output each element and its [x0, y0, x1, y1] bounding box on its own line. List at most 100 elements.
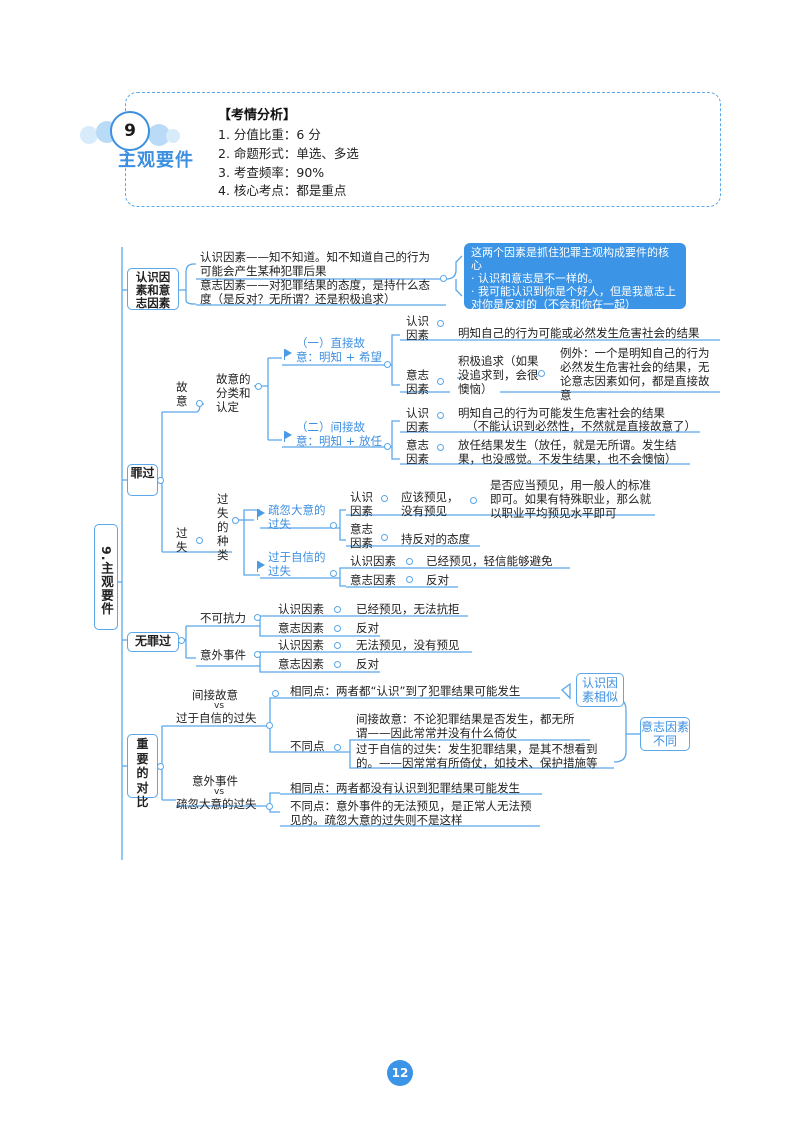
collapse-toggle[interactable]: [437, 412, 444, 419]
collapse-toggle[interactable]: [157, 477, 164, 484]
cmp2-b-label: 疏忽大意的过失: [176, 797, 257, 811]
analysis-title: 【考情分析】: [218, 108, 297, 123]
indirect-intent-label: （二）间接故意：明知 + 放任: [296, 420, 382, 448]
collapse-toggle[interactable]: [266, 722, 273, 729]
indirect-cog-text-2: （不能认识到必然性，不然就是直接故意了）: [466, 419, 696, 433]
intent-kinds-label: 故意的分类和认定: [216, 372, 251, 414]
collapse-toggle[interactable]: [330, 570, 337, 577]
cmp2-diff-text: 不同点：意外事件的无法预见，是正常人无法预见的。疏忽大意的过失则不是这样: [290, 799, 532, 827]
cmp1-a-label: 间接故意: [192, 688, 238, 702]
direct-cog-label: 认识因素: [406, 314, 429, 342]
indirect-cog-label: 认识因素: [406, 406, 429, 434]
collapse-toggle[interactable]: [384, 361, 391, 368]
indirect-cog-text-1: 明知自己的行为可能发生危害社会的结果: [458, 406, 665, 420]
decor-dot-icon: [80, 126, 98, 144]
collapse-toggle[interactable]: [334, 606, 341, 613]
careless-label: 疏忽大意的过失: [268, 503, 326, 531]
careless-std-text: 是否应当预见，用一般人的标准即可。如果有特殊职业，那么就以职业平均预见水平即可: [490, 478, 651, 520]
accident-vol-label: 意志因素: [278, 657, 324, 671]
collapse-toggle[interactable]: [196, 400, 203, 407]
force-vol-text: 反对: [356, 621, 379, 635]
collapse-toggle[interactable]: [266, 803, 273, 810]
negligence-label: 过失: [176, 526, 188, 554]
page-number: 12: [387, 1060, 413, 1086]
careless-vol-text: 持反对的态度: [401, 532, 470, 546]
decor-dot-icon: [166, 129, 180, 143]
collapse-toggle[interactable]: [232, 517, 239, 524]
collapse-toggle[interactable]: [406, 558, 413, 565]
overconf-cog-text: 已经预见，轻信能够避免: [426, 554, 553, 568]
collapse-toggle[interactable]: [384, 443, 391, 450]
overconf-vol-label: 意志因素: [350, 573, 396, 587]
note-line: 这两个因素是抓住犯罪主观构成要件的核心: [471, 246, 669, 272]
tag-cognition-similar: 认识因素相似: [576, 673, 624, 707]
sec4-node: 重要的对比: [127, 734, 158, 809]
flag-icon: [284, 349, 292, 360]
analysis-item: 2. 命题形式：单选、多选: [218, 146, 359, 161]
collapse-toggle[interactable]: [437, 378, 444, 385]
root-node: 9.主观要件: [94, 524, 118, 630]
flag-icon: [257, 509, 265, 520]
careless-cog-label: 认识因素: [350, 490, 373, 518]
indirect-vol-text: 放任结果发生（放任，就是无所谓。发生结果，也没感觉。不发生结果，也不会懊恼）: [458, 438, 677, 466]
collapse-toggle[interactable]: [334, 661, 341, 668]
direct-exception-text: 例外：一个是明知自己的行为必然发生危害社会的结果，无论意志因素如何，都是直接故意: [560, 346, 710, 402]
collapse-toggle[interactable]: [381, 534, 388, 541]
accident-cog-label: 认识因素: [278, 638, 324, 652]
decor-dot-icon: [148, 124, 170, 146]
analysis-item: 4. 核心考点：都是重点: [218, 183, 347, 198]
careless-cog-text: 应该预见，没有预见: [401, 490, 459, 518]
sec3-node: 无罪过: [127, 632, 179, 652]
collapse-toggle[interactable]: [334, 625, 341, 632]
collapse-toggle[interactable]: [406, 576, 413, 583]
collapse-toggle[interactable]: [178, 637, 185, 644]
accident-vol-text: 反对: [356, 657, 379, 671]
analysis-item: 1. 分值比重：6 分: [218, 127, 321, 142]
collapse-toggle[interactable]: [440, 275, 447, 282]
collapse-toggle[interactable]: [157, 763, 164, 770]
volition-text: 意志因素——对犯罪结果的态度，是持什么态度（是反对？无所谓？还是积极追求）: [200, 278, 430, 306]
cmp1-b-label: 过于自信的过失: [176, 711, 257, 725]
collapse-toggle[interactable]: [255, 383, 262, 390]
collapse-toggle[interactable]: [538, 370, 545, 377]
collapse-toggle[interactable]: [272, 690, 279, 697]
force-majeure-label: 不可抗力: [200, 611, 246, 625]
collapse-toggle[interactable]: [254, 651, 261, 658]
force-cog-label: 认识因素: [278, 602, 324, 616]
intent-label: 故意: [176, 380, 188, 408]
collapse-toggle[interactable]: [470, 497, 477, 504]
cmp1-diff-a-text: 间接故意：不论犯罪结果是否发生，都无所谓——因此常常并没有什么倚仗: [356, 712, 575, 740]
cognition-text: 认识因素——知不知道。知不知道自己的行为可能会产生某种犯罪后果: [200, 250, 430, 278]
flag-icon: [284, 431, 292, 442]
collapse-toggle[interactable]: [381, 495, 388, 502]
careless-vol-label: 意志因素: [350, 522, 373, 550]
cmp1-diff-b-text: 过于自信的过失：发生犯罪结果，是其不想看到的。——因常常有所倚仗，如技术、保护措…: [356, 742, 598, 770]
force-cog-text: 已经预见，无法抗拒: [356, 602, 460, 616]
cmp2-a-label: 意外事件: [192, 774, 238, 788]
collapse-toggle[interactable]: [334, 642, 341, 649]
note-box: 这两个因素是抓住犯罪主观构成要件的核心 · 认识和意志是不一样的。 · 我可能认…: [464, 243, 686, 311]
direct-intent-label: （一）直接故意：明知 + 希望: [296, 336, 382, 364]
cmp1-same-text: 相同点：两者都“认识”到了犯罪结果可能发生: [290, 684, 521, 698]
collapse-toggle[interactable]: [334, 744, 341, 751]
collapse-toggle[interactable]: [254, 614, 261, 621]
collapse-toggle[interactable]: [330, 522, 337, 529]
collapse-toggle[interactable]: [437, 320, 444, 327]
cmp1-diff-label: 不同点: [290, 739, 325, 753]
collapse-toggle[interactable]: [437, 444, 444, 451]
tag-volition-different: 意志因素不同: [640, 717, 690, 751]
negligence-kinds-label: 过失的种类: [217, 492, 229, 562]
accident-label: 意外事件: [200, 648, 246, 662]
sec2-node: 罪过: [127, 464, 158, 496]
direct-vol-label: 意志因素: [406, 368, 429, 396]
cmp1-vs-label: vs: [214, 701, 225, 711]
collapse-toggle[interactable]: [196, 537, 203, 544]
overconfident-label: 过于自信的过失: [268, 550, 326, 578]
direct-vol-text: 积极追求（如果没追求到，会很懊恼）: [458, 354, 539, 396]
cmp2-vs-label: vs: [214, 787, 225, 797]
flag-icon: [257, 561, 265, 572]
note-line: · 认识和意志是不一样的。: [471, 272, 599, 285]
chapter-title: 主观要件: [118, 150, 194, 171]
overconf-cog-label: 认识因素: [350, 554, 396, 568]
